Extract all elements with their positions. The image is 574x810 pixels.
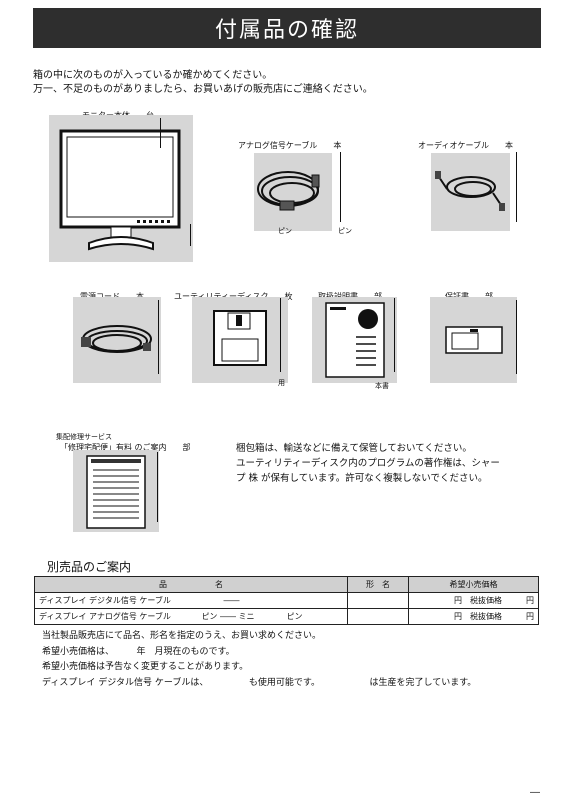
- monitor-image: [49, 115, 193, 262]
- intro-line-1: 箱の中に次のものが入っているか確かめてください。: [33, 70, 273, 81]
- row-2-price: 円 税抜価格 円: [408, 608, 539, 625]
- monitor-callout-line-2: [190, 224, 192, 246]
- audio-cable-icon: [435, 171, 505, 211]
- note-line-2: ユーティリティーディスク内のプログラムの著作権は、シャー: [236, 458, 500, 469]
- analog-cable-icon: [257, 171, 320, 211]
- page-marker: ―: [530, 787, 540, 798]
- note-line-1: 梱包箱は、輸送などに備えて保管しておいてください。: [236, 443, 472, 454]
- options-table: 品 名 形 名 希望小売価格 ディスプレイ デジタル信号 ケーブル ―― 円 税…: [34, 576, 539, 625]
- condition-line-3: 希望小売価格は予告なく変更することがあります。: [42, 662, 249, 672]
- condition-line-2: 希望小売価格は、 年 月現在のものです。: [42, 647, 235, 657]
- manual-book-icon: [325, 302, 385, 378]
- power-cord-callout-line: [158, 300, 160, 374]
- manual-label: 取扱説明書 部: [318, 291, 382, 302]
- analog-cable-callout-line: [340, 152, 342, 222]
- utility-disk-sub: 用: [278, 379, 285, 387]
- power-cord-icon: [81, 325, 152, 353]
- warranty-image: [430, 297, 517, 383]
- row-1-price: 円 税抜価格 円: [408, 592, 539, 609]
- row-2-name: ディスプレイ アナログ信号 ケーブル ピン ―― ミニ ピン: [34, 608, 348, 625]
- utility-disk-image: [192, 297, 288, 383]
- repair-guide-line1: 集配修理サービス: [56, 433, 112, 441]
- power-cord-image: [73, 297, 161, 383]
- options-section-title: 別売品のご案内: [47, 560, 132, 574]
- condition-line-4: ディスプレイ デジタル信号 ケーブルは、 も使用可能です。 は生産を完了していま…: [42, 678, 477, 688]
- repair-guide-image: [73, 450, 159, 532]
- intro-line-2: 万一、不足のものがありましたら、お買いあげの販売店にご連絡ください。: [33, 84, 373, 95]
- analog-pin-right: ピン: [338, 227, 352, 235]
- audio-cable-image: [431, 153, 510, 231]
- manual-callout-line: [394, 298, 396, 372]
- monitor-callout-line: [160, 118, 162, 148]
- note-line-3: プ 株 が保有しています。許可なく複製しないでください。: [236, 473, 488, 484]
- power-cord-label: 電源コード 本: [80, 291, 144, 302]
- floppy-disk-icon: [213, 310, 267, 366]
- analog-cable-image: [254, 153, 332, 231]
- row-1-model: [347, 592, 409, 609]
- warranty-label: 保証書 部: [445, 291, 493, 302]
- warranty-callout-line: [516, 300, 518, 374]
- manual-sub: 本書: [375, 382, 389, 390]
- analog-pin-left: ピン: [278, 227, 292, 235]
- manual-image: [312, 297, 397, 383]
- repair-guide-callout-line: [157, 452, 159, 522]
- header-product-name: 品 名: [34, 576, 348, 593]
- row-1-name: ディスプレイ デジタル信号 ケーブル ――: [34, 592, 348, 609]
- condition-line-1: 当社製品販売店にて品名、形名を指定のうえ、お買い求めください。: [42, 631, 322, 641]
- row-2-model: [347, 608, 409, 625]
- header-price: 希望小売価格: [408, 576, 539, 593]
- utility-disk-label: ユーティリティーディスク 枚: [174, 292, 293, 301]
- table-row: ディスプレイ デジタル信号 ケーブル ―― 円 税抜価格 円: [34, 592, 539, 609]
- monitor-icon: [59, 129, 181, 251]
- utility-disk-callout-line: [280, 298, 282, 372]
- warranty-card-icon: [445, 326, 503, 354]
- audio-cable-callout-line: [516, 152, 518, 222]
- audio-cable-label: オーディオケーブル 本: [418, 141, 513, 150]
- options-table-header: 品 名 形 名 希望小売価格: [34, 576, 539, 593]
- header-model: 形 名: [347, 576, 409, 593]
- repair-guide-label: 「修理宅配便」有料 のご案内 部: [60, 443, 191, 452]
- table-row: ディスプレイ アナログ信号 ケーブル ピン ―― ミニ ピン 円 税抜価格 円: [34, 608, 539, 625]
- analog-cable-label: アナログ信号ケーブル 本: [238, 141, 342, 150]
- page-title: 付属品の確認: [214, 18, 359, 43]
- repair-leaflet-icon: [86, 455, 146, 529]
- page-title-banner: 付属品の確認: [33, 8, 541, 48]
